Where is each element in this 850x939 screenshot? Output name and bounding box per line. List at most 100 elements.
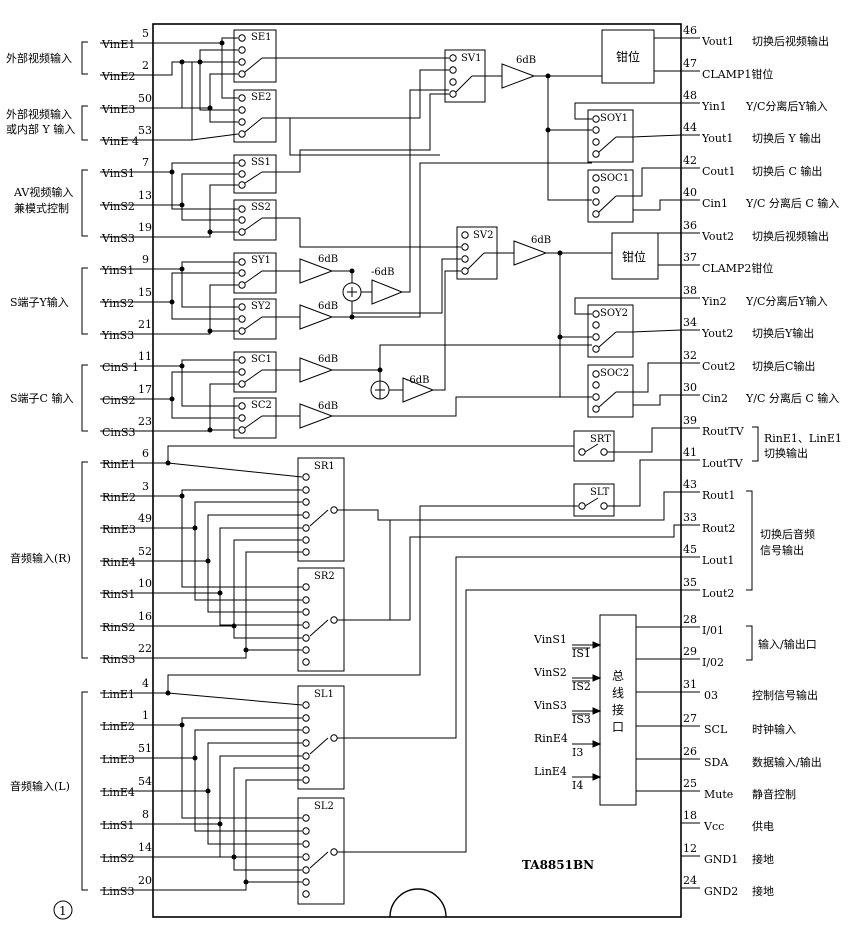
group-label: 或内部 Y 输入 [6, 122, 75, 136]
svg-text:49: 49 [138, 512, 152, 525]
svg-text:6dB: 6dB [531, 235, 551, 246]
svg-text:36: 36 [683, 219, 697, 232]
wiring [153, 37, 682, 891]
svg-text:CinS2: CinS2 [102, 394, 136, 407]
svg-text:VinE 4: VinE 4 [101, 135, 139, 148]
svg-text:I/02: I/02 [702, 656, 724, 669]
switch-SS2: SS2 [233, 199, 277, 241]
svg-text:27: 27 [683, 712, 697, 725]
switch-SS1: SS1 [233, 154, 277, 194]
svg-text:CLAMP2钳位: CLAMP2钳位 [702, 261, 773, 275]
svg-text:SCL: SCL [704, 723, 728, 736]
switch-SE1: SE1 [233, 29, 277, 83]
group-label: 音频输入(L) [10, 779, 70, 793]
svg-text:5: 5 [142, 27, 149, 40]
svg-text:钳位: 钳位 [622, 249, 646, 264]
svg-text:SY2: SY2 [251, 301, 271, 312]
svg-text:Vcc: Vcc [703, 820, 724, 833]
svg-text:SE2: SE2 [251, 92, 272, 103]
figure-number-circle [53, 900, 73, 920]
svg-text:SOC1: SOC1 [600, 173, 629, 184]
amplifier-sc1: 6dB [299, 354, 338, 383]
amplifier-sy1: 6dB [299, 254, 338, 284]
svg-text:供电: 供电 [752, 819, 774, 833]
svg-text:SC1: SC1 [251, 354, 272, 365]
svg-text:18: 18 [683, 809, 697, 822]
svg-text:SV1: SV1 [461, 53, 481, 64]
svg-text:Rout2: Rout2 [702, 522, 735, 535]
svg-text:VinE3: VinE3 [101, 103, 135, 116]
svg-text:CinS 1: CinS 1 [102, 361, 139, 374]
svg-text:23: 23 [138, 415, 152, 428]
svg-text:切换后视频输出: 切换后视频输出 [752, 34, 829, 48]
chip-outline [152, 23, 682, 918]
svg-text:切换后C输出: 切换后C输出 [752, 359, 815, 373]
svg-text:RinE3: RinE3 [102, 523, 136, 536]
svg-text:-6dB: -6dB [406, 375, 430, 386]
svg-text:静音控制: 静音控制 [752, 787, 796, 801]
svg-text:I3: I3 [572, 746, 583, 759]
chip-name: TA8851BN [522, 858, 594, 872]
svg-text:19: 19 [138, 221, 152, 234]
svg-text:54: 54 [138, 775, 152, 788]
svg-text:SDA: SDA [704, 756, 729, 769]
svg-text:VinS1: VinS1 [533, 633, 567, 646]
svg-text:控制信号输出: 控制信号输出 [752, 688, 818, 702]
switch-SRT: SRT [573, 430, 615, 462]
group-label: 外部视频输入 [6, 107, 72, 121]
group-label: S端子C 输入 [10, 391, 73, 405]
switch-SOY1: SOY1 [587, 109, 634, 163]
svg-text:RinS1: RinS1 [102, 588, 135, 601]
chip-notch [389, 888, 447, 918]
svg-text:25: 25 [683, 777, 697, 790]
svg-text:6dB: 6dB [318, 301, 338, 312]
svg-text:IS2: IS2 [572, 680, 591, 693]
amplifier-sy2: 6dB [299, 301, 338, 330]
svg-text:LinS2: LinS2 [102, 852, 134, 865]
clamp-block-1: 钳位 [601, 29, 655, 84]
switch-SL1: SL1 [297, 685, 345, 790]
svg-text:切换后Y输出: 切换后Y输出 [752, 326, 814, 340]
svg-text:Cout2: Cout2 [702, 360, 736, 373]
svg-text:Y/C分离后Y输入: Y/C分离后Y输入 [745, 99, 828, 113]
svg-text:CinS3: CinS3 [102, 426, 136, 439]
svg-text:RinS2: RinS2 [102, 621, 135, 634]
svg-text:Y/C 分离后 C 输入: Y/C 分离后 C 输入 [745, 391, 839, 405]
svg-text:切换后 C 输出: 切换后 C 输出 [752, 164, 822, 178]
svg-text:LinS3: LinS3 [102, 885, 134, 898]
svg-text:12: 12 [683, 842, 697, 855]
svg-text:IS3: IS3 [572, 713, 591, 726]
bus-interface: 总 线 接 口 [599, 614, 681, 806]
svg-text:Vout2: Vout2 [701, 230, 734, 243]
svg-text:41: 41 [683, 446, 697, 459]
svg-text:45: 45 [683, 543, 697, 556]
bus-inputs: VinS1 IS1 VinS2 IS2 VinS3 IS3 RinE4 I3 L… [533, 633, 602, 792]
svg-text:10: 10 [138, 577, 152, 590]
group-label: 音频输入(R) [10, 551, 71, 565]
